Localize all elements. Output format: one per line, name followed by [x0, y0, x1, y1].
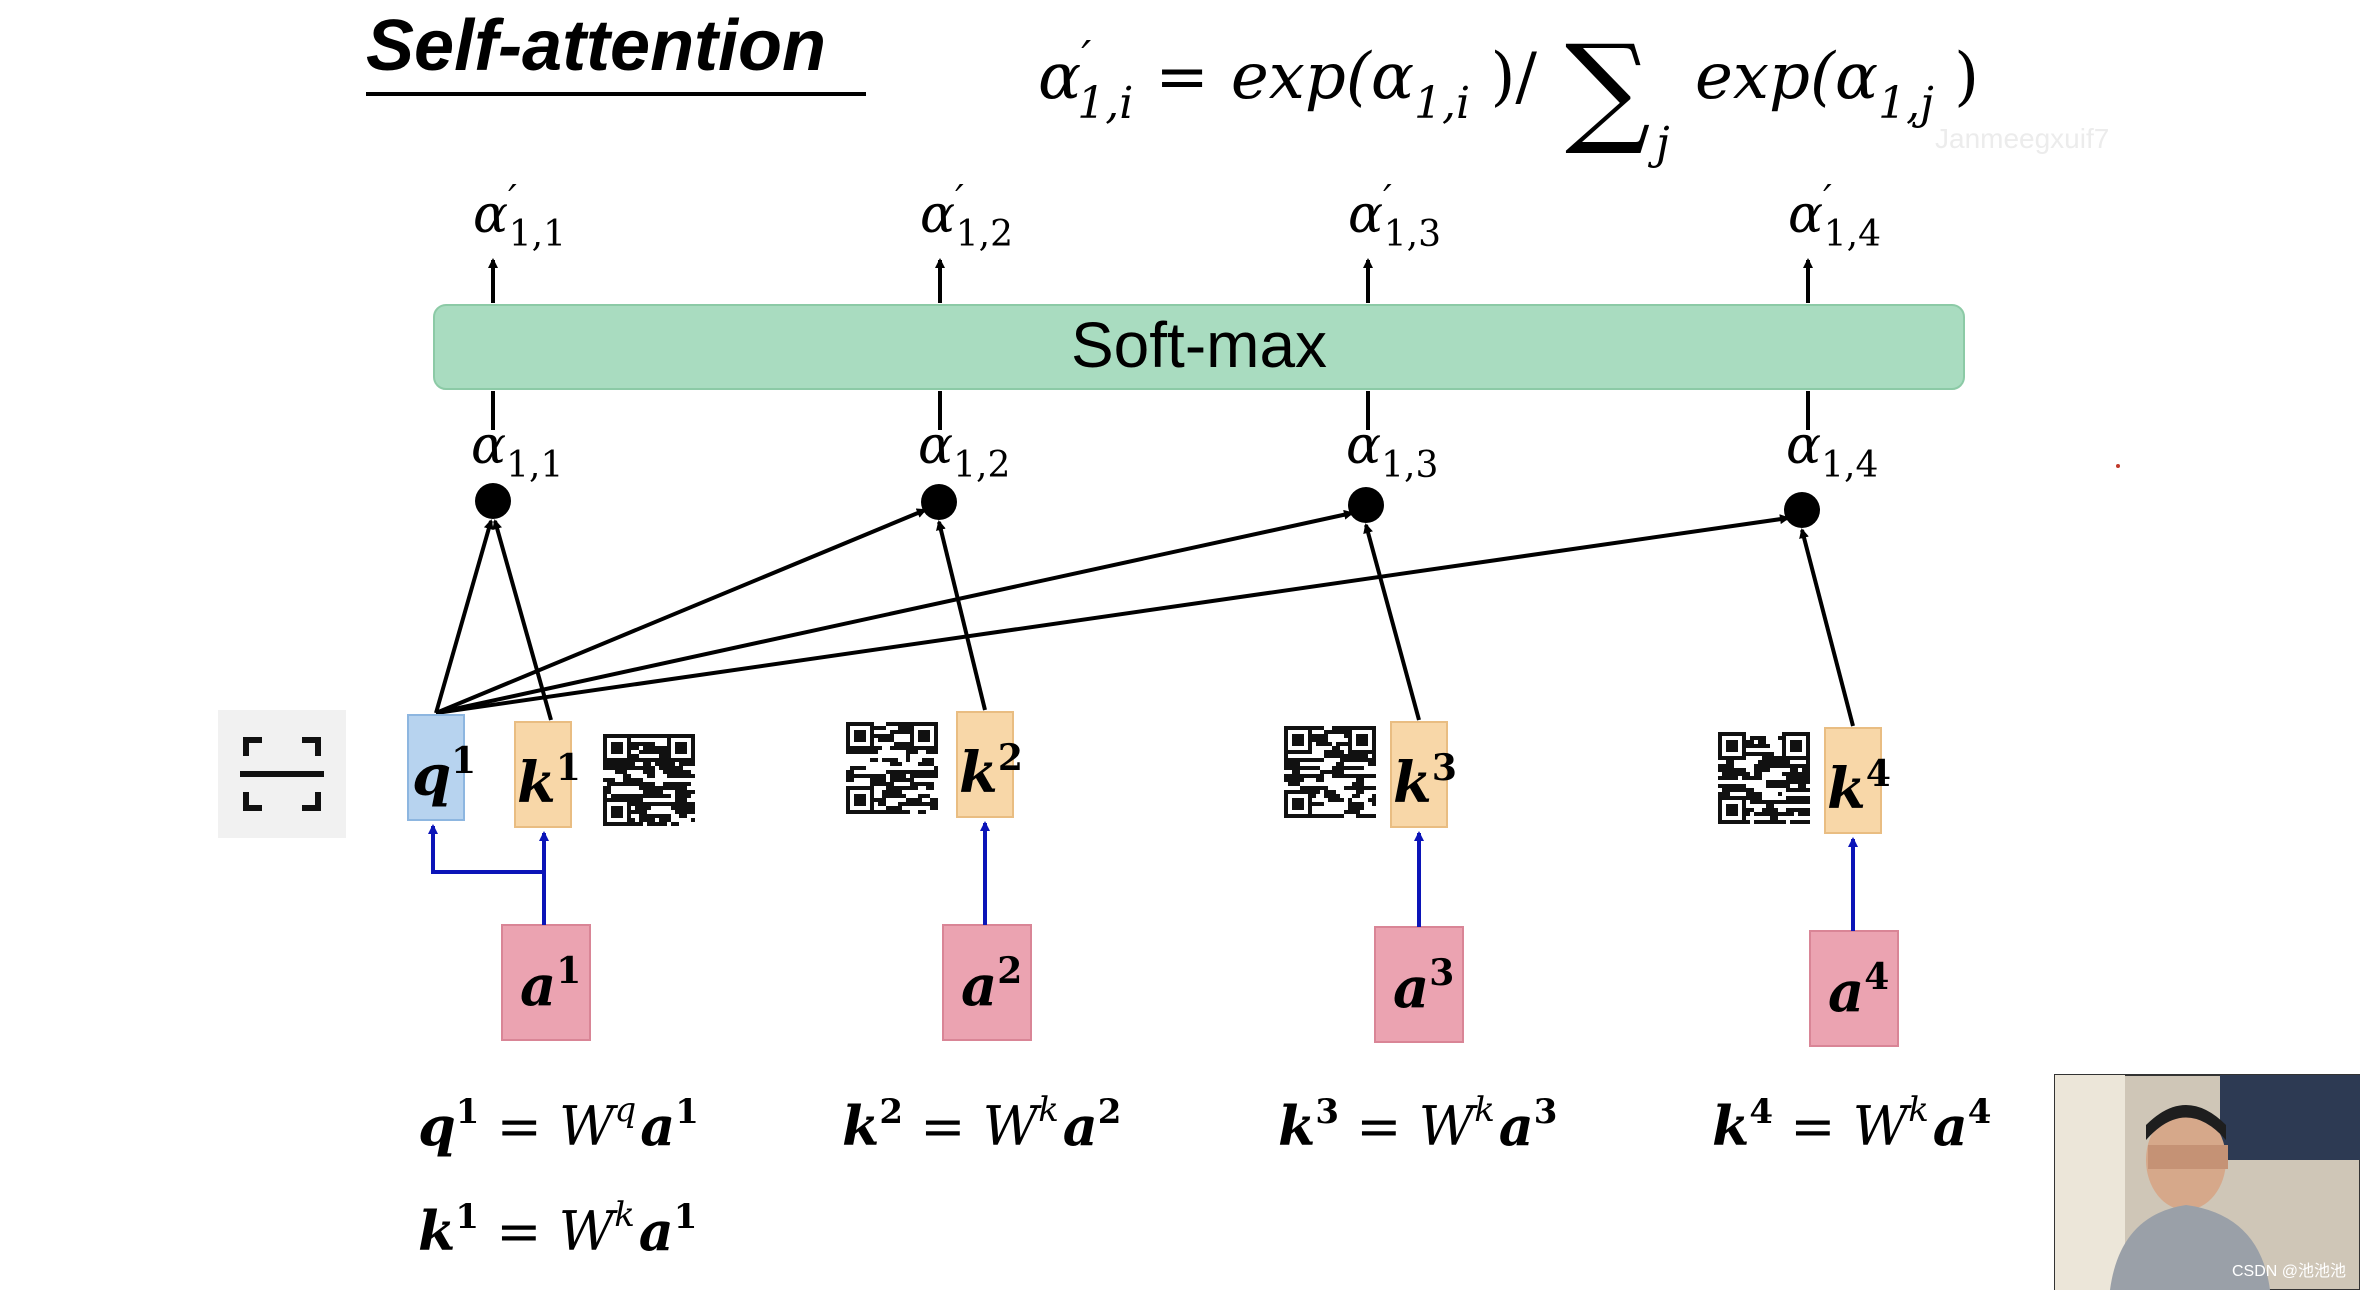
presenter-video-thumbnail[interactable]: CSDN @池池池	[2054, 1074, 2360, 1290]
projection-arrow-q1	[428, 824, 544, 874]
dot-product-nodes	[475, 483, 1820, 528]
equation-2: k1 = Wka1	[418, 1195, 697, 1263]
equation-1: q1 = Wqa1	[418, 1090, 699, 1158]
formula-lhs-sub: 1,i	[1077, 78, 1133, 129]
k-to-dot-arrow-4	[1799, 528, 1855, 727]
output-label-1: α′1,1	[473, 177, 566, 255]
q-to-dot-arrow-1	[434, 519, 494, 714]
slide-title: Self-attention	[366, 6, 826, 86]
formula-inner-sub-1: 1,i	[1414, 78, 1470, 129]
softmax-box	[433, 304, 1965, 390]
formula-inner-symbol-2: α	[1835, 40, 1878, 114]
softmax-formula: α′1,i=exp(α1,i )/ ∑ j exp(α1,j )	[1038, 20, 1979, 169]
score-label-1: α1,1	[471, 416, 563, 486]
output-labels: α′1,1 α′1,2 α′1,3 α′1,4	[473, 177, 1881, 303]
dot-node-2	[921, 484, 957, 520]
k-to-dot-arrow-3	[1363, 523, 1421, 721]
k-to-dot-arrow-1	[492, 519, 553, 721]
equation-5: k4 = Wka4	[1712, 1090, 1991, 1158]
score-labels: α1,1 α1,2 α1,3 α1,4	[471, 416, 1878, 486]
output-label-3: α′1,3	[1348, 177, 1441, 255]
softmax-label: Soft-max	[1071, 309, 1327, 381]
qr-code-icon[interactable]	[846, 722, 938, 814]
score-label-2: α1,2	[918, 416, 1010, 486]
formula-close: )	[1934, 40, 1979, 114]
key-box-k2	[956, 711, 1014, 818]
footer-credit: CSDN @池池池	[2232, 1262, 2346, 1280]
attention-arrows	[434, 508, 1855, 727]
qr-code-icon[interactable]	[603, 734, 695, 826]
input-label-a2: a2	[961, 950, 1022, 1019]
q-to-dot-arrow-4	[435, 514, 1790, 715]
dot-node-1	[475, 483, 511, 519]
projection-equations: q1 = Wqa1 k1 = Wka1 k2 = Wka2 k3 = Wka3 k4 =…	[418, 1090, 1991, 1263]
softmax-connections	[491, 391, 1810, 430]
svg-text:exp(α1,j ): exp(α1,j )	[1695, 40, 1979, 129]
qr-code-icon[interactable]	[1718, 732, 1810, 824]
k-to-dot-arrow-2	[936, 520, 987, 711]
output-label-4: α′1,4	[1788, 177, 1881, 255]
key-label-k4: k4	[1827, 753, 1891, 822]
dot-node-3	[1348, 487, 1384, 523]
formula-lhs-symbol: α	[1038, 40, 1081, 114]
q-to-dot-arrow-2	[435, 508, 927, 715]
dot-node-4	[1784, 492, 1820, 528]
formula-slash-close: )/	[1470, 40, 1537, 114]
key-label-k2: k2	[959, 737, 1023, 806]
formula-sum: ∑	[1565, 20, 1651, 159]
key-label-k1: k1	[517, 747, 581, 816]
scan-icon[interactable]	[218, 710, 346, 838]
key-box-k4	[1824, 727, 1882, 834]
qr-code-icon[interactable]	[1284, 726, 1376, 818]
formula-inner-symbol-1: α	[1371, 40, 1414, 114]
key-boxes: k1 k2 k3 k4	[514, 711, 1891, 834]
equation-3: k2 = Wka2	[842, 1090, 1121, 1158]
watermark-text: Janmeegxuif7	[1935, 123, 2109, 154]
formula-exp-open-2: exp(	[1695, 40, 1837, 114]
key-label-k3: k3	[1393, 747, 1457, 816]
query-label-q1: q1	[412, 740, 476, 809]
equation-4: k3 = Wka3	[1278, 1090, 1557, 1158]
output-label-2: α′1,2	[920, 177, 1013, 255]
formula-eq: =	[1155, 40, 1209, 114]
svg-text:α′1,i=exp(α1,i )/: α′1,i=exp(α1,i )/	[1038, 32, 1537, 129]
query-box-q1	[407, 714, 465, 821]
score-label-4: α1,4	[1786, 416, 1878, 486]
input-label-a1: a1	[520, 950, 581, 1019]
presenter-body	[2110, 1205, 2270, 1290]
stray-dot	[2116, 464, 2120, 468]
input-label-a4: a4	[1828, 956, 1889, 1025]
key-box-k1	[514, 721, 572, 828]
key-box-k3	[1390, 721, 1448, 828]
formula-inner-sub-2: 1,j	[1878, 78, 1934, 129]
formula-exp-open: exp(	[1231, 40, 1373, 114]
qr-codes	[603, 722, 1810, 826]
input-boxes: a1 a2 a3 a4	[501, 924, 1899, 1047]
input-box-a1	[501, 924, 591, 1041]
projection-arrows	[428, 821, 1858, 931]
input-box-a4	[1809, 930, 1899, 1047]
formula-lhs-prime: ′	[1081, 32, 1091, 83]
input-box-a3	[1374, 926, 1464, 1043]
input-box-a2	[942, 924, 1032, 1041]
score-label-3: α1,3	[1346, 416, 1438, 486]
q-to-dot-arrow-3	[435, 509, 1354, 715]
input-label-a3: a3	[1393, 952, 1454, 1021]
